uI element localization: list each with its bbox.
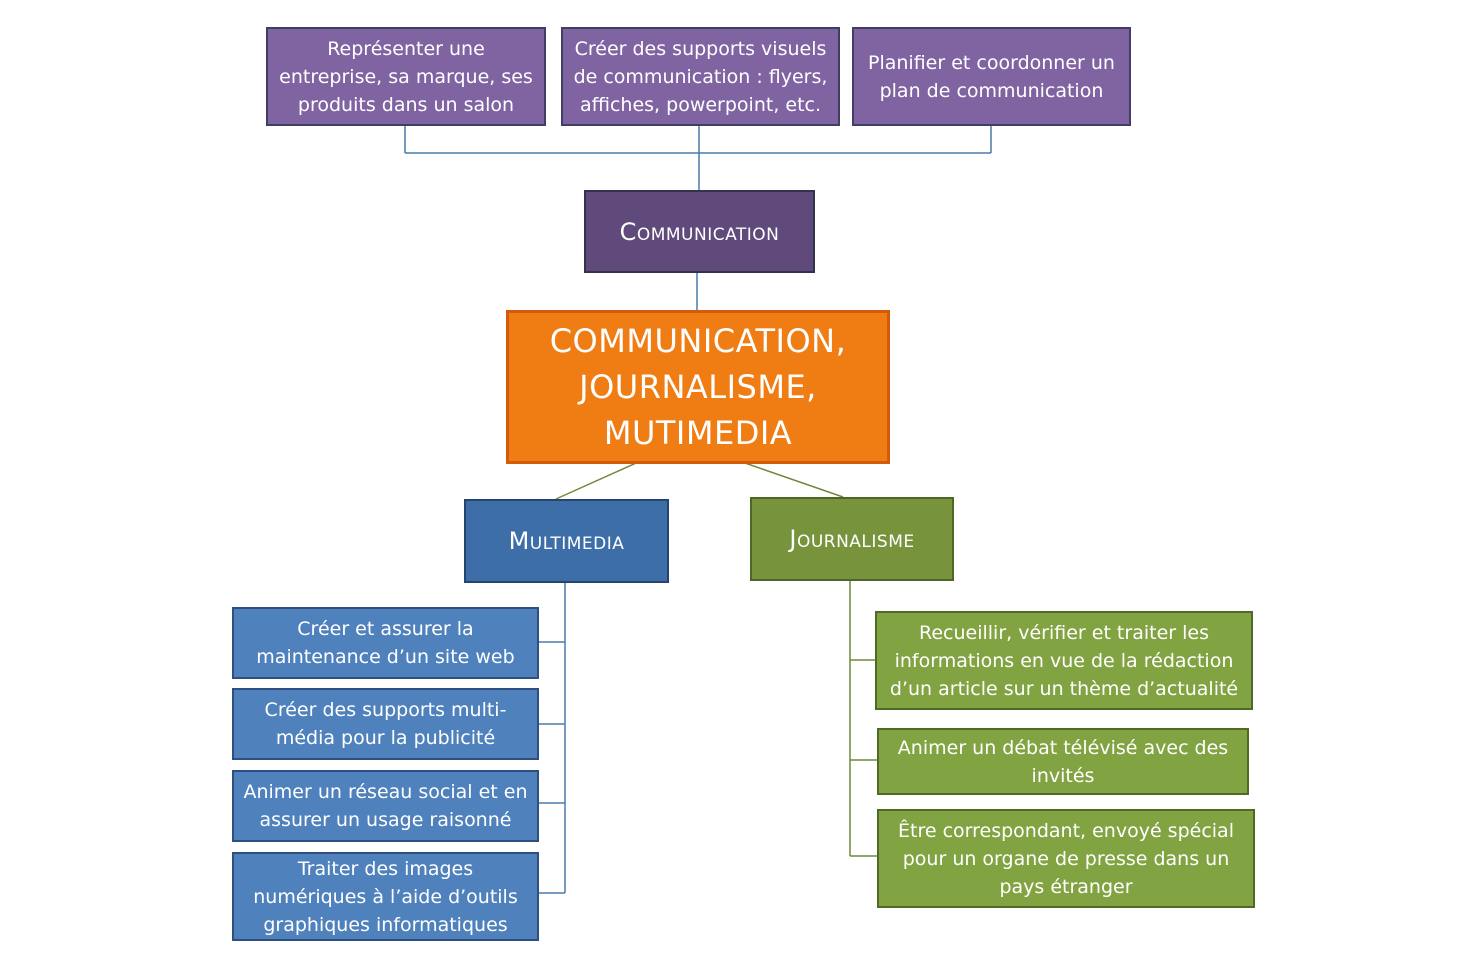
connector-line: [555, 462, 637, 500]
multimedia-heading: Multimedia: [464, 499, 669, 583]
heading-label: Multimedia: [508, 527, 625, 555]
center-title: COMMUNICATION, JOURNALISME, MUTIMEDIA: [549, 322, 847, 452]
task-label: Créer des supports visuels de communicat…: [573, 37, 828, 116]
task-label: Planifier et coordonner un plan de commu…: [868, 51, 1115, 102]
communication-heading: Communication: [584, 190, 815, 273]
task-label: Créer des supports multi-média pour la p…: [264, 699, 507, 749]
task-label: Être correspondant, envoyé spécial pour …: [898, 819, 1234, 898]
journalisme-heading: Journalisme: [750, 497, 954, 581]
task-label: Recueillir, vérifier et traiter les info…: [889, 621, 1239, 700]
heading-label: Journalisme: [789, 525, 915, 553]
communication-task-plan: Planifier et coordonner un plan de commu…: [852, 27, 1131, 126]
multimedia-task-site-web: Créer et assurer la maintenance d’un sit…: [232, 607, 539, 679]
task-label: Représenter une entreprise, sa marque, s…: [279, 37, 533, 116]
communication-task-salon: Représenter une entreprise, sa marque, s…: [266, 27, 546, 126]
task-label: Traiter des images numériques à l’aide d…: [253, 857, 518, 936]
multimedia-task-supports-publicite: Créer des supports multi-média pour la p…: [232, 688, 539, 760]
task-label: Créer et assurer la maintenance d’un sit…: [256, 618, 515, 668]
connector-line: [744, 462, 844, 498]
journalisme-task-article: Recueillir, vérifier et traiter les info…: [875, 611, 1253, 710]
center-title-box: COMMUNICATION, JOURNALISME, MUTIMEDIA: [506, 310, 890, 464]
communication-task-supports-visuels: Créer des supports visuels de communicat…: [561, 27, 840, 126]
journalisme-task-debat: Animer un débat télévisé avec des invité…: [877, 728, 1249, 795]
heading-label: Communication: [619, 217, 780, 246]
task-label: Animer un débat télévisé avec des invité…: [897, 736, 1229, 787]
multimedia-task-images-numeriques: Traiter des images numériques à l’aide d…: [232, 852, 539, 941]
multimedia-task-reseau-social: Animer un réseau social et en assurer un…: [232, 770, 539, 842]
journalisme-task-correspondant: Être correspondant, envoyé spécial pour …: [877, 809, 1255, 908]
task-label: Animer un réseau social et en assurer un…: [243, 781, 528, 831]
